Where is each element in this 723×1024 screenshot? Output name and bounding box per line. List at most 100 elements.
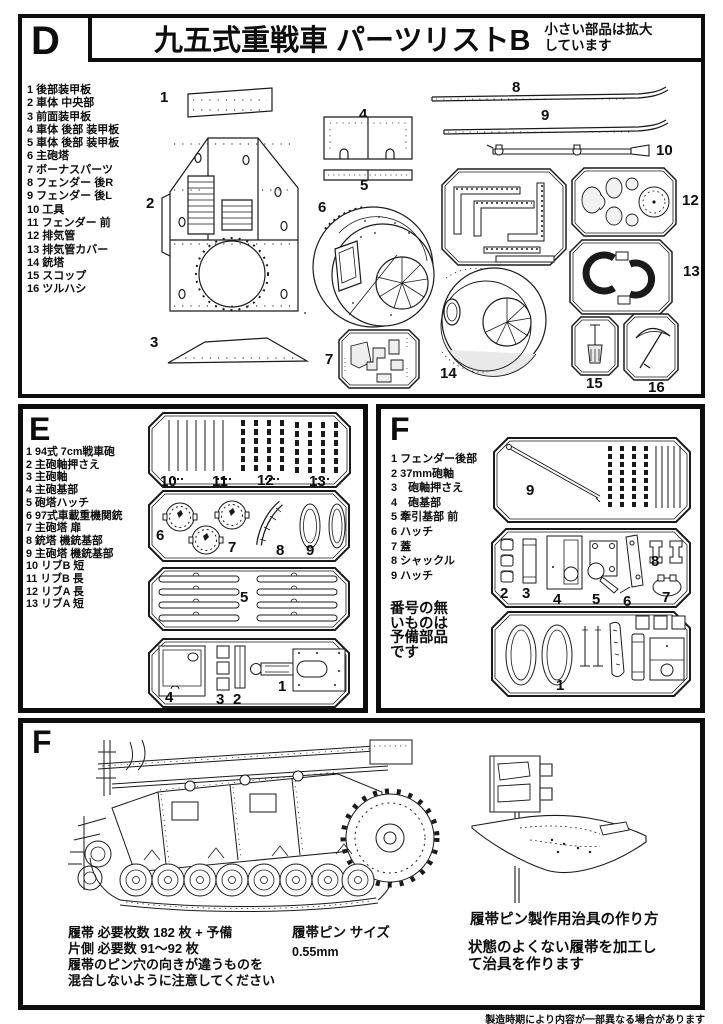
track-info-line: 混合しないように注意してください — [68, 973, 275, 988]
part-callout-f1: 1 — [556, 677, 565, 694]
parts-list-item: 1 フェンダー後部 — [391, 453, 478, 465]
section-f-label: F — [390, 411, 410, 447]
spare-parts-note-line: いものは — [390, 615, 448, 632]
drawing-d-part9-fender-left — [442, 122, 670, 140]
jig-instructions-line: 状態のよくない履帯を加工し — [468, 940, 657, 956]
parts-list-item: 2 主砲軸押さえ — [26, 458, 100, 471]
parts-list-item: 6 主砲塔 — [27, 150, 70, 163]
drawing-f-panel-fenders — [490, 610, 692, 698]
part-callout-f2: 2 — [500, 585, 509, 602]
parts-list-item: 7 主砲塔 扉 — [26, 522, 82, 535]
parts-list-item: 13 リブA 短 — [26, 598, 84, 611]
jig-instructions-body: 状態のよくない履帯を加工して治具を作ります — [468, 940, 657, 973]
drawing-d-part4-rear-plate — [322, 115, 414, 165]
spare-parts-note-line: です — [390, 644, 419, 661]
drawing-d-part6-main-turret — [304, 193, 437, 333]
part-callout-d7: 7 — [325, 351, 334, 368]
part-callout-e6: 6 — [156, 527, 165, 544]
section-d-label: D — [31, 19, 60, 63]
part-callout-e10: 10 — [160, 473, 177, 490]
page-title: 九五式重戦車 パーツリストB — [154, 25, 531, 57]
part-callout-e13: 13 — [309, 473, 326, 490]
part-callout-e4: 4 — [165, 689, 174, 706]
part-callout-e7: 7 — [228, 539, 237, 556]
parts-list-item: 2 車体 中央部 — [27, 97, 95, 110]
part-callout-d3: 3 — [150, 334, 159, 351]
drawing-d-part15-shovel — [570, 315, 620, 377]
section-e-label: E — [29, 411, 51, 447]
part-callout-f4: 4 — [553, 591, 562, 608]
drawing-f-panel-fittings — [490, 527, 692, 609]
parts-list-item: 15 スコップ — [27, 270, 87, 283]
part-callout-e12: 12 — [257, 472, 274, 489]
drawing-d-part16-pickaxe — [622, 312, 680, 382]
parts-list-item: 4 主砲基部 — [26, 484, 79, 497]
part-callout-e11: 11 — [212, 473, 228, 490]
parts-list-item: 16 ツルハシ — [27, 283, 87, 296]
parts-list-item: 2 37mm砲軸 — [391, 467, 454, 480]
drawing-e-panel-ribs — [147, 411, 352, 489]
parts-list-item: 9 主砲塔 機銃基部 — [26, 547, 114, 560]
drawing-jig — [460, 748, 660, 908]
drawing-e-panel-hatches — [147, 489, 351, 563]
drawing-d-part5-rear-strip — [322, 168, 414, 182]
parts-list-item: 11 フェンダー 前 — [27, 216, 111, 229]
drawing-d-part3-front-armor — [165, 334, 310, 368]
parts-list-item: 8 フェンダー 後R — [27, 177, 114, 190]
drawing-f-panel-rod — [492, 436, 692, 524]
page-subtitle-line2: しています — [544, 38, 612, 53]
drawing-e-panel-gun — [147, 637, 351, 709]
parts-list-item: 3 砲軸押さえ — [391, 482, 464, 495]
drawing-d-part7-bonus-parts — [337, 328, 421, 390]
track-info-line: 履帯のピン穴の向きが違うものを — [68, 957, 264, 972]
parts-list-item: 11 リブB 長 — [26, 573, 84, 586]
parts-list-item: 7 蓋 — [391, 540, 412, 553]
parts-list-item: 7 ボーナスパーツ — [27, 163, 113, 176]
parts-list-item: 3 前面装甲板 — [27, 110, 92, 123]
parts-list-item: 6 ハッチ — [391, 525, 434, 538]
drawing-d-part8-fender-right — [430, 88, 670, 104]
part-callout-d5: 5 — [360, 177, 369, 194]
parts-list-item: 5 砲塔ハッチ — [26, 496, 89, 509]
part-callout-d13: 13 — [683, 263, 700, 280]
part-callout-d9: 9 — [541, 107, 550, 124]
drawing-d-part10-tools — [483, 143, 653, 159]
jig-instructions-line: て治具を作ります — [468, 956, 584, 973]
part-callout-d10: 10 — [656, 142, 673, 159]
page-subtitle-line1: 小さい部品は拡大 — [544, 22, 653, 37]
parts-list-item: 10 リブB 短 — [26, 560, 85, 573]
part-callout-d14: 14 — [440, 365, 457, 382]
pin-size-value: 0.55mm — [292, 945, 339, 959]
part-callout-e1: 1 — [278, 678, 287, 695]
parts-list-item: 12 リブA 長 — [26, 585, 84, 598]
parts-list-item: 4 車体 後部 装甲板 — [27, 123, 120, 136]
part-callout-e3: 3 — [216, 691, 225, 708]
parts-list-item: 13 排気管カバー — [27, 243, 109, 256]
pin-size-title: 履帯ピン サイズ — [292, 925, 390, 940]
page-subtitle: 小さい部品は拡大しています — [544, 22, 652, 54]
part-callout-d6: 6 — [318, 199, 327, 216]
parts-list-item: 8 銃塔 機銃基部 — [26, 534, 103, 547]
track-info-line: 履帯 必要枚数 182 枚 + 予備 — [68, 925, 233, 940]
section-d-title-box: 九五式重戦車 パーツリストB 小さい部品は拡大しています — [88, 14, 705, 62]
parts-list-item: 12 排気管 — [27, 230, 76, 243]
drawing-d-part14-gun-turret — [428, 262, 560, 384]
part-callout-d12: 12 — [682, 192, 699, 209]
parts-list-item: 8 シャックル — [391, 555, 455, 568]
drawing-d-part12-exhaust — [570, 166, 678, 238]
part-callout-d1: 1 — [160, 89, 169, 106]
section-track-label: F — [32, 724, 52, 760]
part-callout-f8: 8 — [651, 553, 660, 570]
drawing-track-assembly — [40, 730, 445, 925]
parts-list-item: 1 後部装甲板 — [27, 84, 92, 96]
parts-list-item: 4 砲基部 — [391, 496, 442, 509]
footer-disclaimer: 製造時期により内容が一部異なる場合があります — [485, 1015, 705, 1024]
part-callout-d2: 2 — [146, 195, 155, 212]
parts-list-item: 5 車体 後部 装甲板 — [27, 137, 120, 150]
part-callout-e9: 9 — [306, 542, 315, 559]
track-info-line: 片側 必要数 91～92 枚 — [68, 941, 199, 956]
part-callout-f6: 6 — [623, 593, 632, 610]
spare-parts-note: 番号の無いものは予備部品です — [390, 602, 448, 660]
